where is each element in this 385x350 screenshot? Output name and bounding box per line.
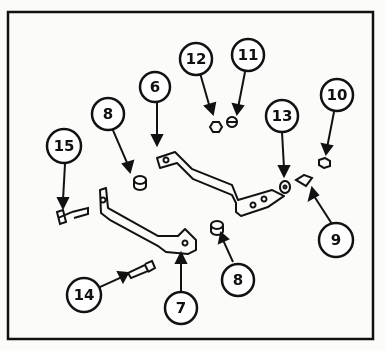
callout-12: 12 — [178, 41, 214, 77]
callout-10: 10 — [319, 77, 355, 113]
svg-text:14: 14 — [74, 286, 95, 304]
leader-lines — [56, 71, 335, 292]
svg-text:10: 10 — [327, 86, 348, 104]
figure-border — [6, 10, 375, 341]
svg-text:11: 11 — [238, 46, 259, 64]
svg-text:9: 9 — [331, 231, 341, 249]
callout-15: 15 — [45, 127, 83, 165]
screw-part-9 — [294, 173, 314, 188]
callout-11: 11 — [230, 37, 266, 73]
spacer-part-8-upper — [133, 175, 147, 191]
nut-part-10 — [318, 156, 331, 170]
washer-part-11 — [226, 116, 238, 128]
spacer-part-8-lower — [210, 220, 224, 236]
bracket-part-6 — [156, 151, 285, 217]
callout-14: 14 — [65, 276, 103, 314]
svg-text:8: 8 — [103, 105, 113, 123]
callout-7: 7 — [163, 290, 199, 326]
svg-text:6: 6 — [150, 78, 160, 96]
washer-part-13 — [279, 180, 291, 194]
callout-9: 9 — [317, 221, 355, 259]
nut-part-12 — [208, 121, 224, 133]
svg-text:13: 13 — [272, 107, 293, 125]
svg-text:12: 12 — [186, 50, 207, 68]
callout-8-upper: 8 — [90, 96, 126, 132]
svg-text:8: 8 — [233, 271, 243, 289]
bracket-part-7 — [99, 187, 197, 255]
bolt-part-14 — [126, 259, 157, 280]
bolt-part-15 — [55, 206, 89, 226]
svg-text:15: 15 — [54, 137, 75, 155]
callout-6: 6 — [138, 70, 172, 104]
svg-text:7: 7 — [176, 299, 186, 317]
callout-13: 13 — [264, 98, 300, 134]
callout-8-lower: 8 — [220, 262, 256, 298]
